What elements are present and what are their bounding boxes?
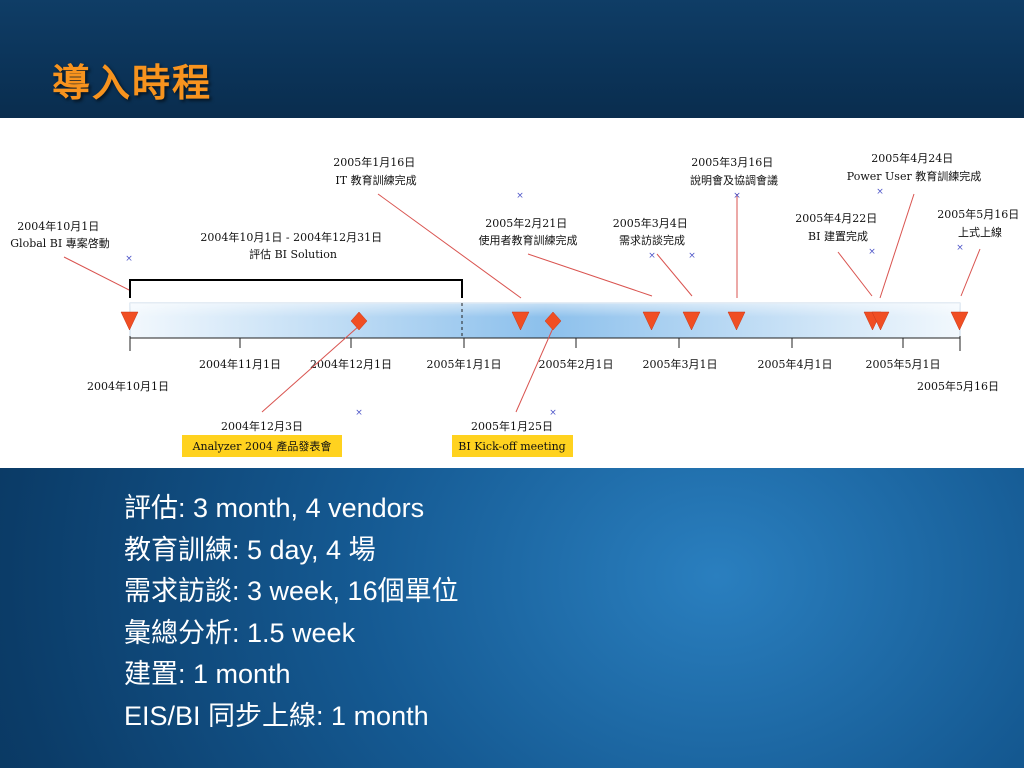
start-date-label: 2004年10月1日 xyxy=(87,379,169,393)
axis-label: 2004年11月1日 xyxy=(199,357,281,371)
page-title: 導入時程 xyxy=(52,60,213,105)
event-label: 2005年4月24日 Power User 教育訓練完成 xyxy=(847,151,981,183)
timeline-bar-shine xyxy=(130,303,960,317)
axis-label: 2005年4月1日 xyxy=(758,357,833,371)
axis-label: 2005年3月1日 xyxy=(643,357,718,371)
event-date: 2004年12月3日 xyxy=(221,419,303,433)
timeline-diagram: 2004年10月1日 - 2004年12月31日 評估 BI Solution … xyxy=(10,151,1023,457)
axis-label: 2004年12月1日 xyxy=(310,357,392,371)
milestone-triangle xyxy=(871,311,890,331)
highlight-box xyxy=(182,435,342,457)
axis-label: 2005年5月1日 xyxy=(866,357,941,371)
summary-row: 需求訪談: 3 week, 16個單位 xyxy=(124,571,459,613)
summary-value: : 3 week, 16個單位 xyxy=(232,576,459,606)
axis-ticks xyxy=(239,338,904,348)
milestone-triangle xyxy=(682,311,701,331)
summary-row: 教育訓練: 5 day, 4 場 xyxy=(124,530,459,572)
summary-label: 建置 xyxy=(124,659,178,689)
highlight-box xyxy=(452,435,573,457)
summary-value: : 1 month xyxy=(316,700,429,731)
anchor-marks: × × × × × × × × × × xyxy=(125,187,964,418)
event-label: BI Kick-off meeting xyxy=(458,440,565,453)
event-diamond xyxy=(350,311,368,331)
axis-label: 2005年2月1日 xyxy=(539,357,614,371)
milestone-triangle xyxy=(950,311,969,331)
svg-text:×: × xyxy=(125,254,133,264)
milestone-triangle xyxy=(511,311,530,331)
summary-list: 評估: 3 month, 4 vendors 教育訓練: 5 day, 4 場 … xyxy=(124,488,459,737)
event-label: 2005年5月16日 上式上線 xyxy=(937,207,1023,239)
event-diamond xyxy=(544,311,562,331)
svg-text:×: × xyxy=(355,408,363,418)
svg-text:×: × xyxy=(876,187,884,197)
summary-label: 需求訪談 xyxy=(124,576,232,606)
event-markers xyxy=(350,311,562,331)
event-date: 2005年1月25日 xyxy=(471,419,553,433)
summary-value: : 1 month xyxy=(178,659,291,689)
summary-label: 彙總分析 xyxy=(124,617,232,648)
milestone-triangle xyxy=(642,311,661,331)
end-date-label: 2005年5月16日 xyxy=(917,379,999,393)
summary-row: 評估: 3 month, 4 vendors xyxy=(124,488,459,530)
summary-value: : 3 month, 4 vendors xyxy=(178,493,425,523)
summary-value: : 5 day, 4 場 xyxy=(232,534,376,565)
summary-label: 評估 xyxy=(124,493,178,523)
event-label: Analyzer 2004 產品發表會 xyxy=(192,439,332,453)
svg-text:×: × xyxy=(516,191,524,201)
summary-value: : 1.5 week xyxy=(232,617,356,648)
axis-labels: 2004年11月1日 2004年12月1日 2005年1月1日 2005年2月1… xyxy=(199,357,941,371)
event-label: 2005年3月16日 說明會及協調會議 xyxy=(690,155,778,187)
timeline-panel: 2004年10月1日 - 2004年12月31日 評估 BI Solution … xyxy=(0,118,1024,468)
event-label: 2005年1月16日 IT 教育訓練完成 xyxy=(333,155,419,187)
axis-label: 2005年1月1日 xyxy=(427,357,502,371)
milestone-markers xyxy=(120,311,969,331)
svg-text:×: × xyxy=(549,408,557,418)
svg-text:×: × xyxy=(733,191,741,201)
milestone-triangle xyxy=(727,311,746,331)
svg-text:×: × xyxy=(688,251,696,261)
summary-label: EIS/BI 同步上線 xyxy=(124,700,317,731)
event-label: 2005年2月21日 使用者教育訓練完成 xyxy=(479,216,578,247)
summary-label: 教育訓練 xyxy=(124,534,232,565)
event-label: 2004年10月1日 Global BI 專案啓動 xyxy=(10,219,109,250)
leader-lines xyxy=(63,193,981,413)
summary-row: EIS/BI 同步上線: 1 month xyxy=(124,696,459,738)
event-label: 2005年4月22日 BI 建置完成 xyxy=(795,211,881,243)
milestone-triangle xyxy=(120,311,139,331)
svg-text:×: × xyxy=(868,247,876,257)
summary-row: 建置: 1 month xyxy=(124,654,459,696)
evaluation-bracket xyxy=(129,279,463,298)
svg-text:×: × xyxy=(648,251,656,261)
summary-row: 彙總分析: 1.5 week xyxy=(124,613,459,655)
header-bar: 導入時程 xyxy=(0,0,1024,118)
event-label: 2005年3月4日 需求訪談完成 xyxy=(613,216,692,247)
svg-text:×: × xyxy=(956,243,964,253)
bracket-label: 2004年10月1日 - 2004年12月31日 評估 BI Solution xyxy=(200,230,385,261)
